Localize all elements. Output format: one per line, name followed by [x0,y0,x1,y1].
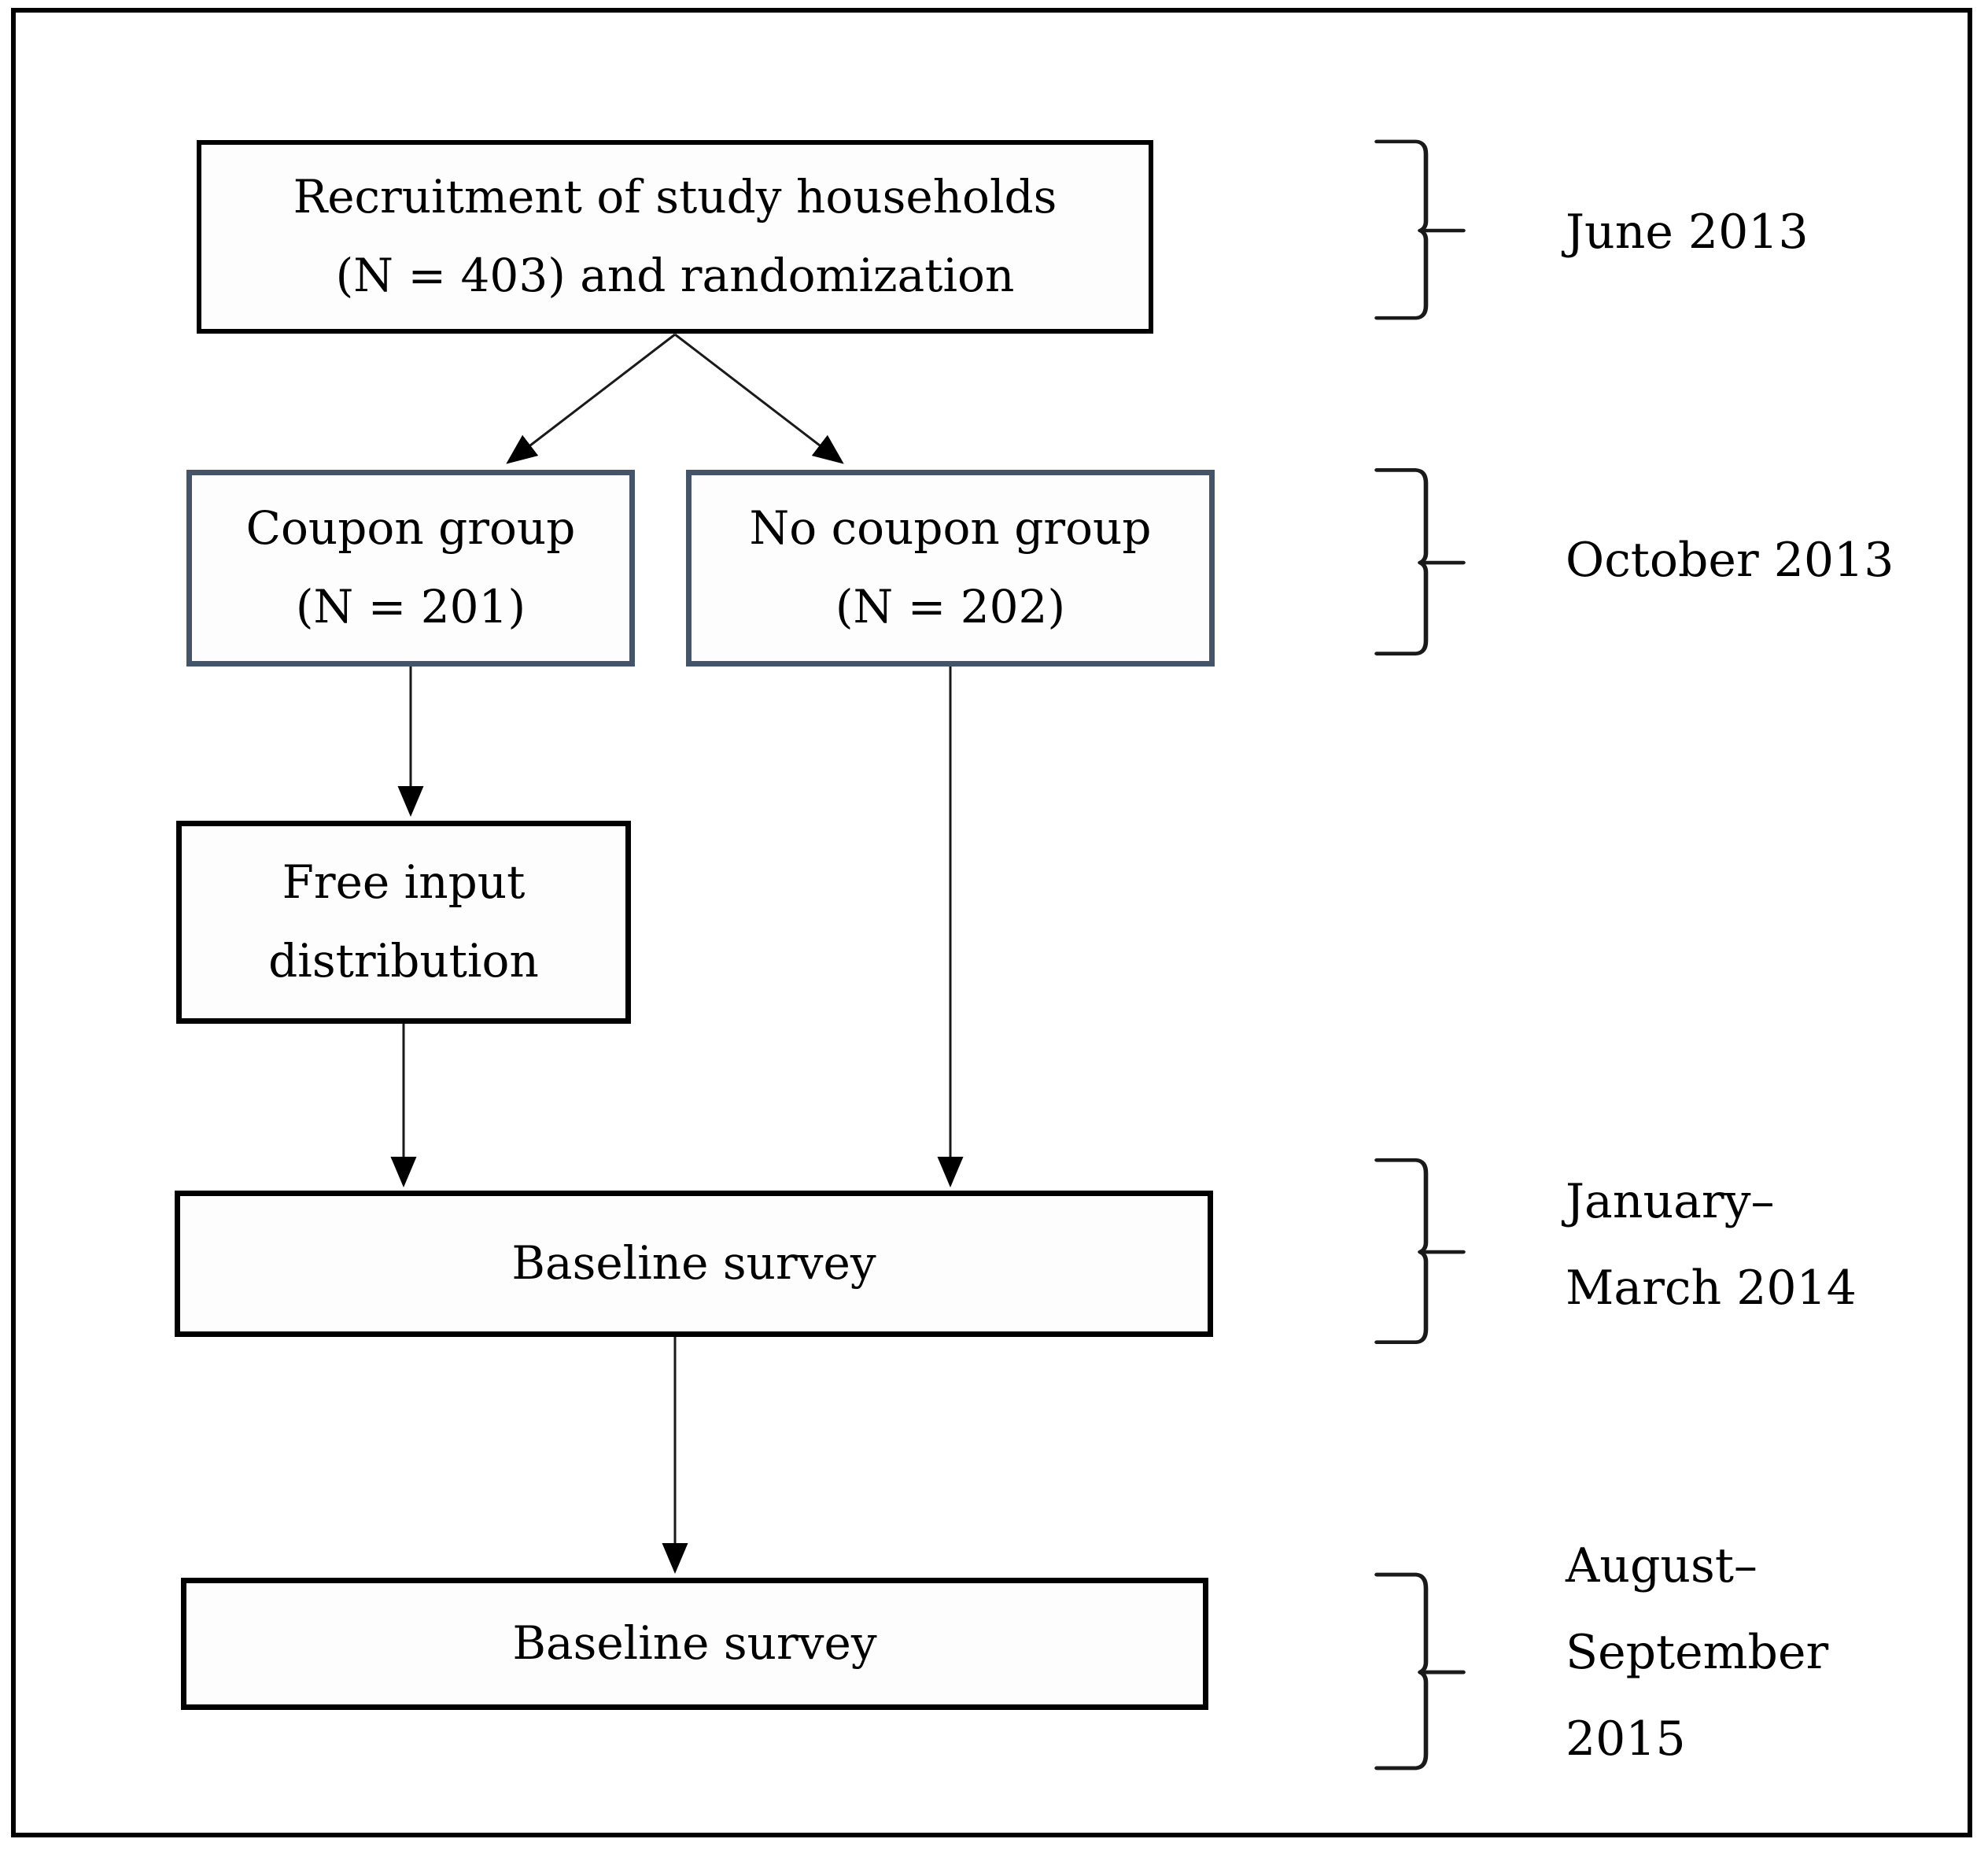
box-free-input-distribution: Free input distribution [176,821,631,1024]
brace-october-2013 [1374,468,1466,655]
arrow-recruitment-to-no-coupon [674,333,844,464]
label-aug-sept-2015-line2: September [1566,1625,1829,1680]
box-coupon-group: Coupon group (N = 201) [186,470,635,667]
label-october-2013: October 2013 [1566,517,1894,604]
label-jan-march-2014: January– March 2014 [1566,1158,1857,1331]
box-no-coupon-group: No coupon group (N = 202) [686,470,1215,667]
brace-june-2013 [1374,139,1466,320]
arrow-recruitment-to-coupon [506,333,676,464]
box-no-coupon-group-line1: No coupon group [749,501,1152,556]
label-aug-sept-2015-line3: 2015 [1566,1712,1686,1767]
brace-jan-march-2014 [1374,1158,1466,1345]
label-aug-sept-2015-line1: August– [1566,1538,1757,1593]
label-june-2013-line1: June 2013 [1566,205,1809,260]
box-recruitment-line1: Recruitment of study households [293,170,1057,224]
box-no-coupon-group-line2: (N = 202) [835,580,1066,633]
box-baseline-survey-2-line1: Baseline survey [512,1616,877,1671]
label-june-2013: June 2013 [1566,189,1809,275]
box-free-input-line1: Free input [282,855,526,910]
label-jan-march-2014-line1: January– [1566,1174,1775,1229]
figure-border-frame [11,8,1972,1837]
box-free-input-line2: distribution [268,934,539,988]
brace-aug-sept-2015 [1374,1572,1466,1771]
box-coupon-group-line1: Coupon group [245,501,576,556]
box-recruitment-line2: (N = 403) and randomization [335,249,1015,302]
label-october-2013-line1: October 2013 [1566,533,1894,588]
box-baseline-survey-1: Baseline survey [175,1191,1213,1337]
box-recruitment: Recruitment of study households (N = 403… [197,140,1153,334]
label-aug-sept-2015: August– September 2015 [1566,1523,1828,1782]
box-coupon-group-line2: (N = 201) [295,580,526,633]
box-baseline-survey-2: Baseline survey [181,1578,1208,1710]
label-jan-march-2014-line2: March 2014 [1566,1261,1857,1316]
box-baseline-survey-1-line1: Baseline survey [511,1236,876,1291]
